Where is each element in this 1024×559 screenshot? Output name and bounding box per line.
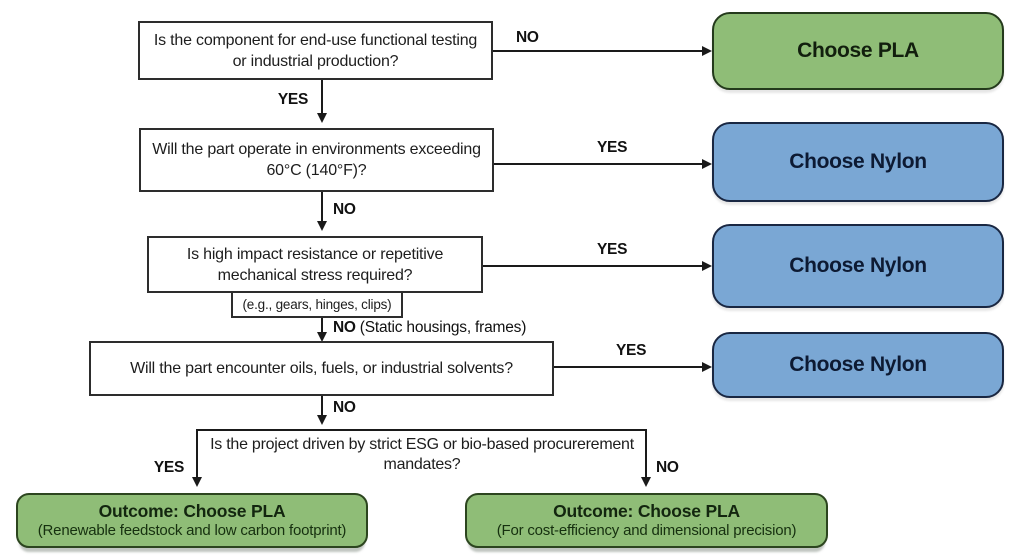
q4-no-arrowhead (317, 415, 327, 425)
result-nylon3-label: Choose Nylon (789, 353, 927, 376)
q5-no-label: NO (656, 459, 679, 476)
q2-no-connector (321, 192, 323, 222)
q5-yes-arrowhead (192, 477, 202, 487)
outcome-pla-cost-box: Outcome: Choose PLA (For cost-efficiency… (465, 493, 828, 548)
q1-no-arrowhead (702, 46, 712, 56)
result-pla-box: Choose PLA (712, 12, 1004, 90)
outcome-pla-esg-title: Outcome: Choose PLA (98, 501, 286, 521)
result-nylon2-box: Choose Nylon (712, 224, 1004, 308)
q3-yes-arrowhead (702, 261, 712, 271)
q5-branch-top-line (196, 429, 647, 431)
outcome-pla-esg-subtitle: (Renewable feedstock and low carbon foot… (37, 522, 347, 539)
result-nylon3-box: Choose Nylon (712, 332, 1004, 398)
q3-no-note: (Static housings, frames) (355, 319, 527, 336)
q4-no-connector (321, 396, 323, 416)
q1-no-label: NO (516, 29, 539, 46)
q1-yes-arrowhead (317, 113, 327, 123)
q4-yes-arrowhead (702, 362, 712, 372)
q2-yes-connector (494, 163, 703, 165)
q1-box: Is the component for end-use functional … (138, 21, 493, 80)
outcome-pla-cost-title: Outcome: Choose PLA (553, 501, 740, 521)
q5-yes-label: YES (153, 459, 184, 476)
q4-no-label: NO (333, 399, 356, 416)
result-nylon1-label: Choose Nylon (789, 150, 927, 173)
q5-no-connector (645, 429, 647, 478)
q2-no-arrowhead (317, 221, 327, 231)
q4-yes-label: YES (616, 342, 647, 359)
q3-yes-label: YES (597, 241, 628, 258)
q4-yes-connector (554, 366, 703, 368)
outcome-pla-cost-subtitle: (For cost-efficiency and dimensional pre… (496, 522, 797, 539)
q5-text: Is the project driven by strict ESG or b… (210, 436, 634, 473)
q2-no-label: NO (333, 201, 356, 218)
q2-box: Will the part operate in environments ex… (139, 128, 494, 192)
q2-text: Will the part operate in environments ex… (152, 141, 481, 179)
q3-text: Is high impact resistance or repetitive … (186, 245, 444, 284)
q3-no-word: NO (333, 319, 356, 336)
result-nylon2-label: Choose Nylon (789, 254, 927, 277)
q4-text: Will the part encounter oils, fuels, or … (130, 360, 513, 377)
q2-yes-arrowhead (702, 159, 712, 169)
q2-yes-label: YES (597, 139, 628, 156)
q3-no-connector (321, 318, 323, 333)
q3-no-arrowhead (317, 332, 327, 342)
q1-yes-connector (321, 80, 323, 114)
q1-text: Is the component for end-use functional … (153, 31, 478, 70)
q3-box: Is high impact resistance or repetitive … (147, 236, 483, 293)
result-pla-label: Choose PLA (797, 39, 919, 62)
q3-yes-connector (483, 265, 703, 267)
q1-yes-label: YES (277, 91, 308, 108)
result-nylon1-box: Choose Nylon (712, 122, 1004, 202)
q5-no-arrowhead (641, 477, 651, 487)
q5-yes-connector (196, 429, 198, 478)
q4-box: Will the part encounter oils, fuels, or … (89, 341, 554, 396)
q1-no-connector (493, 50, 703, 52)
q3-example-note-box: (e.g., gears, hinges, clips) (231, 291, 403, 318)
outcome-pla-esg-box: Outcome: Choose PLA (Renewable feedstock… (16, 493, 368, 548)
q3-example-note: (e.g., gears, hinges, clips) (242, 297, 392, 312)
q3-no-label: NO (Static housings, frames) (333, 319, 526, 337)
